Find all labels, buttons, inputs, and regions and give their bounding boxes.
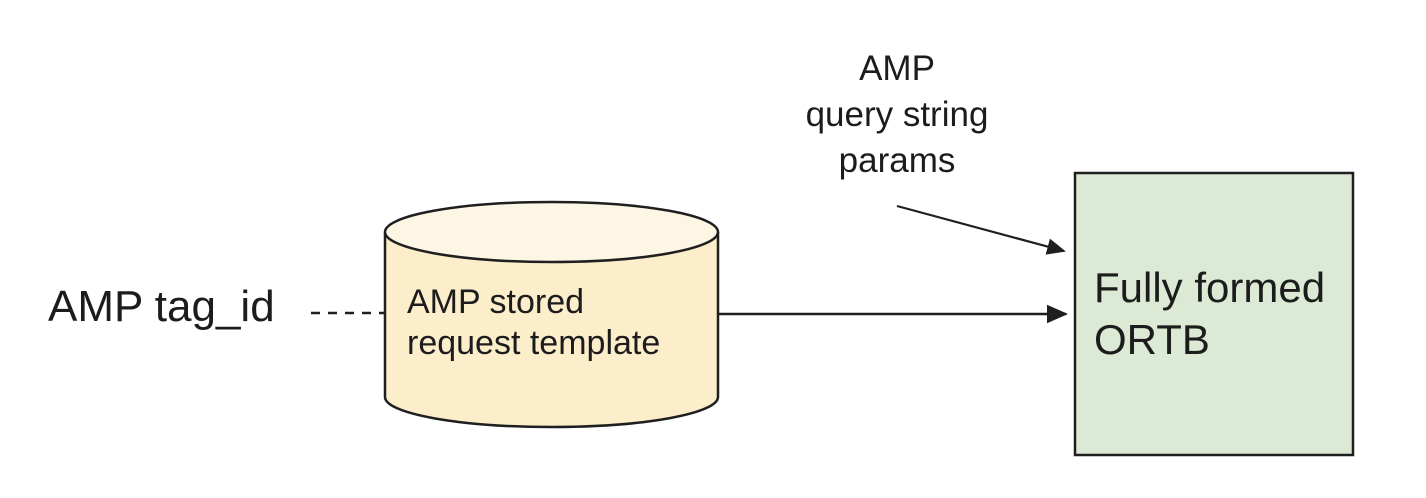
store-cylinder-label: AMP stored request template — [407, 283, 661, 362]
store-cylinder-body — [383, 232, 720, 429]
edge-params-to-output — [896, 204, 1066, 255]
query-string-params-label: AMP query string params — [805, 49, 989, 180]
output-box — [1073, 171, 1355, 457]
input-tagid-label: AMP tag_id — [48, 282, 275, 331]
output-box-label: Fully formed ORTB — [1094, 264, 1326, 363]
store-cylinder-top — [383, 200, 720, 264]
